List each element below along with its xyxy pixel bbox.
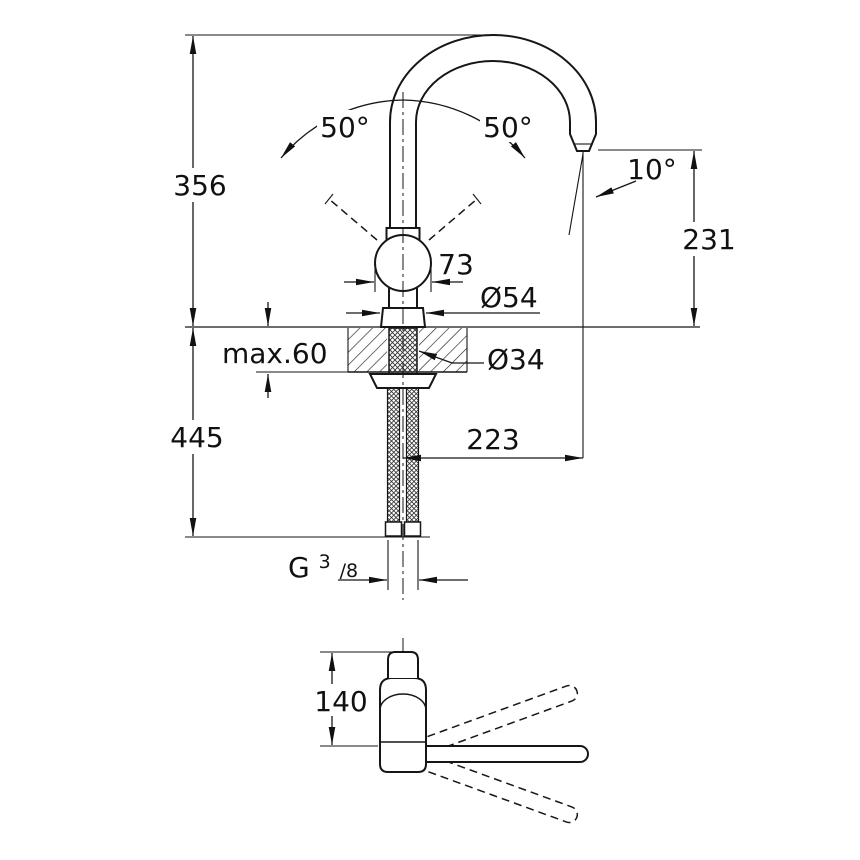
label-bg-140: [312, 684, 370, 716]
swivel-arc-right: [402, 99, 526, 159]
labels: 356 445 50° 50° 10° 231 73 Ø54 Ø34 max.6…: [166, 110, 740, 718]
dim-label-231: 231: [682, 223, 735, 256]
dim-label-50-left: 50°: [320, 111, 370, 144]
thread-numerator: 3: [319, 551, 331, 573]
swivel-limit-right-tick: [472, 193, 482, 205]
thread-denominator: /8: [340, 560, 359, 582]
dim-label-50-right: 50°: [483, 111, 533, 144]
dim-label-445: 445: [170, 421, 223, 454]
hose-fitting-right: [403, 521, 422, 537]
swivel-limit-left-tick: [324, 193, 334, 205]
supply-hose-right: [405, 387, 420, 523]
hose-fitting-left: [384, 521, 403, 537]
supply-hose-left: [386, 387, 401, 523]
body-cap: [387, 651, 419, 678]
body-dome: [379, 693, 427, 711]
dim-label-73: 73: [438, 248, 474, 281]
dim-label-max60: max.60: [222, 337, 328, 370]
leader-10deg: [595, 180, 637, 198]
bottom-view: [320, 638, 589, 824]
swivel-limit-left: [328, 198, 378, 241]
counter-hatch-left: [348, 328, 387, 372]
handle-lever-dashed-up: [397, 684, 579, 762]
label-bg-50-left: [317, 110, 373, 142]
dim-label-54: Ø54: [480, 281, 538, 314]
dim-label-223: 223: [466, 423, 519, 456]
swivel-limit-right: [428, 198, 478, 241]
thread-prefix: G: [288, 551, 310, 584]
spray-angle-line: [568, 153, 584, 236]
dim-label-356: 356: [173, 169, 226, 202]
dim-label-g38: G 3 /8: [288, 542, 358, 584]
dim-label-10: 10°: [627, 153, 677, 186]
body-outline: [379, 677, 427, 773]
handle-lever-dashed-down: [397, 746, 579, 824]
counter-hatch-right: [419, 328, 467, 372]
leader-34: [418, 350, 484, 364]
dim-label-140: 140: [314, 685, 367, 718]
label-bg-231: [680, 222, 740, 256]
mounting-nut: [368, 373, 438, 389]
dimensions: [185, 34, 702, 590]
label-bg-445: [166, 420, 230, 454]
dim-label-34: Ø34: [487, 343, 545, 376]
label-bg-50-right: [480, 110, 536, 142]
label-bg-356: [168, 168, 232, 202]
main-view: [185, 34, 700, 600]
